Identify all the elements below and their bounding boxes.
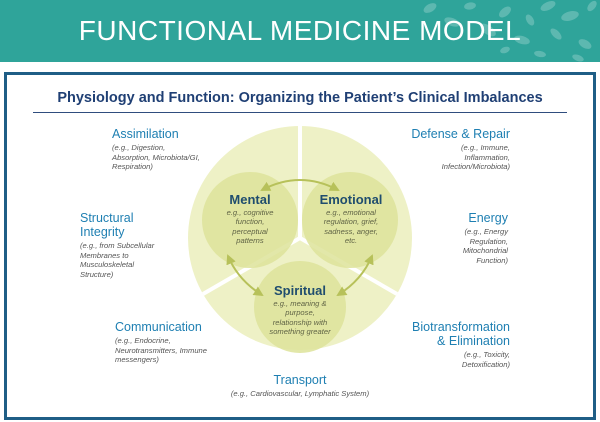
venn-label-emotional: Emotional e.g., emotional regulation, gr… [305,192,397,246]
category-structural-integrity: Structural Integrity (e.g., from Subcell… [80,211,200,279]
venn-label-mental: Mental e.g., cognitive function, percept… [205,192,295,246]
category-title: Communication [115,320,202,334]
category-defense-repair: Defense & Repair (e.g., Immune, Inflamma… [360,127,510,172]
arrow-mental-emotional [260,179,340,191]
category-energy: Energy (e.g., Energy Regulation, Mitocho… [418,211,508,265]
category-desc: (e.g., Cardiovascular, Lymphatic System) [230,389,370,398]
arrow-emotional-spiritual [336,254,374,297]
venn-circle-spiritual [254,261,346,353]
header-banner: FUNCTIONAL MEDICINE MODEL [0,0,600,62]
diagram-subtitle: Physiology and Function: Organizing the … [57,90,543,106]
category-title: Assimilation [112,127,179,141]
category-desc: (e.g., Endocrine, Neurotransmitters, Imm… [115,336,207,364]
category-communication: Communication (e.g., Endocrine, Neurotra… [115,320,255,365]
category-title: Biotransformation & Elimination [412,320,510,348]
category-transport: Transport (e.g., Cardiovascular, Lymphat… [200,373,400,399]
category-desc: (e.g., from Subcellular Membranes to Mus… [80,241,155,279]
category-desc: (e.g., Toxicity, Detoxification) [461,350,510,369]
category-desc: (e.g., Digestion, Absorption, Microbiota… [112,143,200,171]
venn-desc-emotional: e.g., emotional regulation, grief, sadne… [323,208,379,246]
category-desc: (e.g., Immune, Inflammation, Infection/M… [441,143,510,171]
page-title: FUNCTIONAL MEDICINE MODEL [78,15,522,46]
subtitle-divider [33,112,567,113]
category-biotransformation-elimination: Biotransformation & Elimination (e.g., T… [370,320,510,369]
venn-circle-mental [202,172,298,268]
category-assimilation: Assimilation (e.g., Digestion, Absorptio… [112,127,262,172]
venn-desc-spiritual: e.g., meaning & purpose, relationship wi… [269,299,331,337]
venn-title-spiritual: Spiritual [273,283,326,298]
category-title: Structural Integrity [80,211,134,239]
venn-desc-mental: e.g., cognitive function, perceptual pat… [226,208,274,246]
category-desc: (e.g., Energy Regulation, Mitochondrial … [462,227,508,265]
category-title: Defense & Repair [411,127,510,141]
venn-circle-emotional [302,172,398,268]
leaf-pattern-decoration [423,0,597,62]
arrow-mental-spiritual [226,254,264,297]
venn-title-emotional: Emotional [319,192,383,207]
venn-title-mental: Mental [229,192,271,207]
category-title: Transport [273,373,327,387]
category-title: Energy [468,211,508,225]
venn-label-spiritual: Spiritual e.g., meaning & purpose, relat… [255,283,345,337]
